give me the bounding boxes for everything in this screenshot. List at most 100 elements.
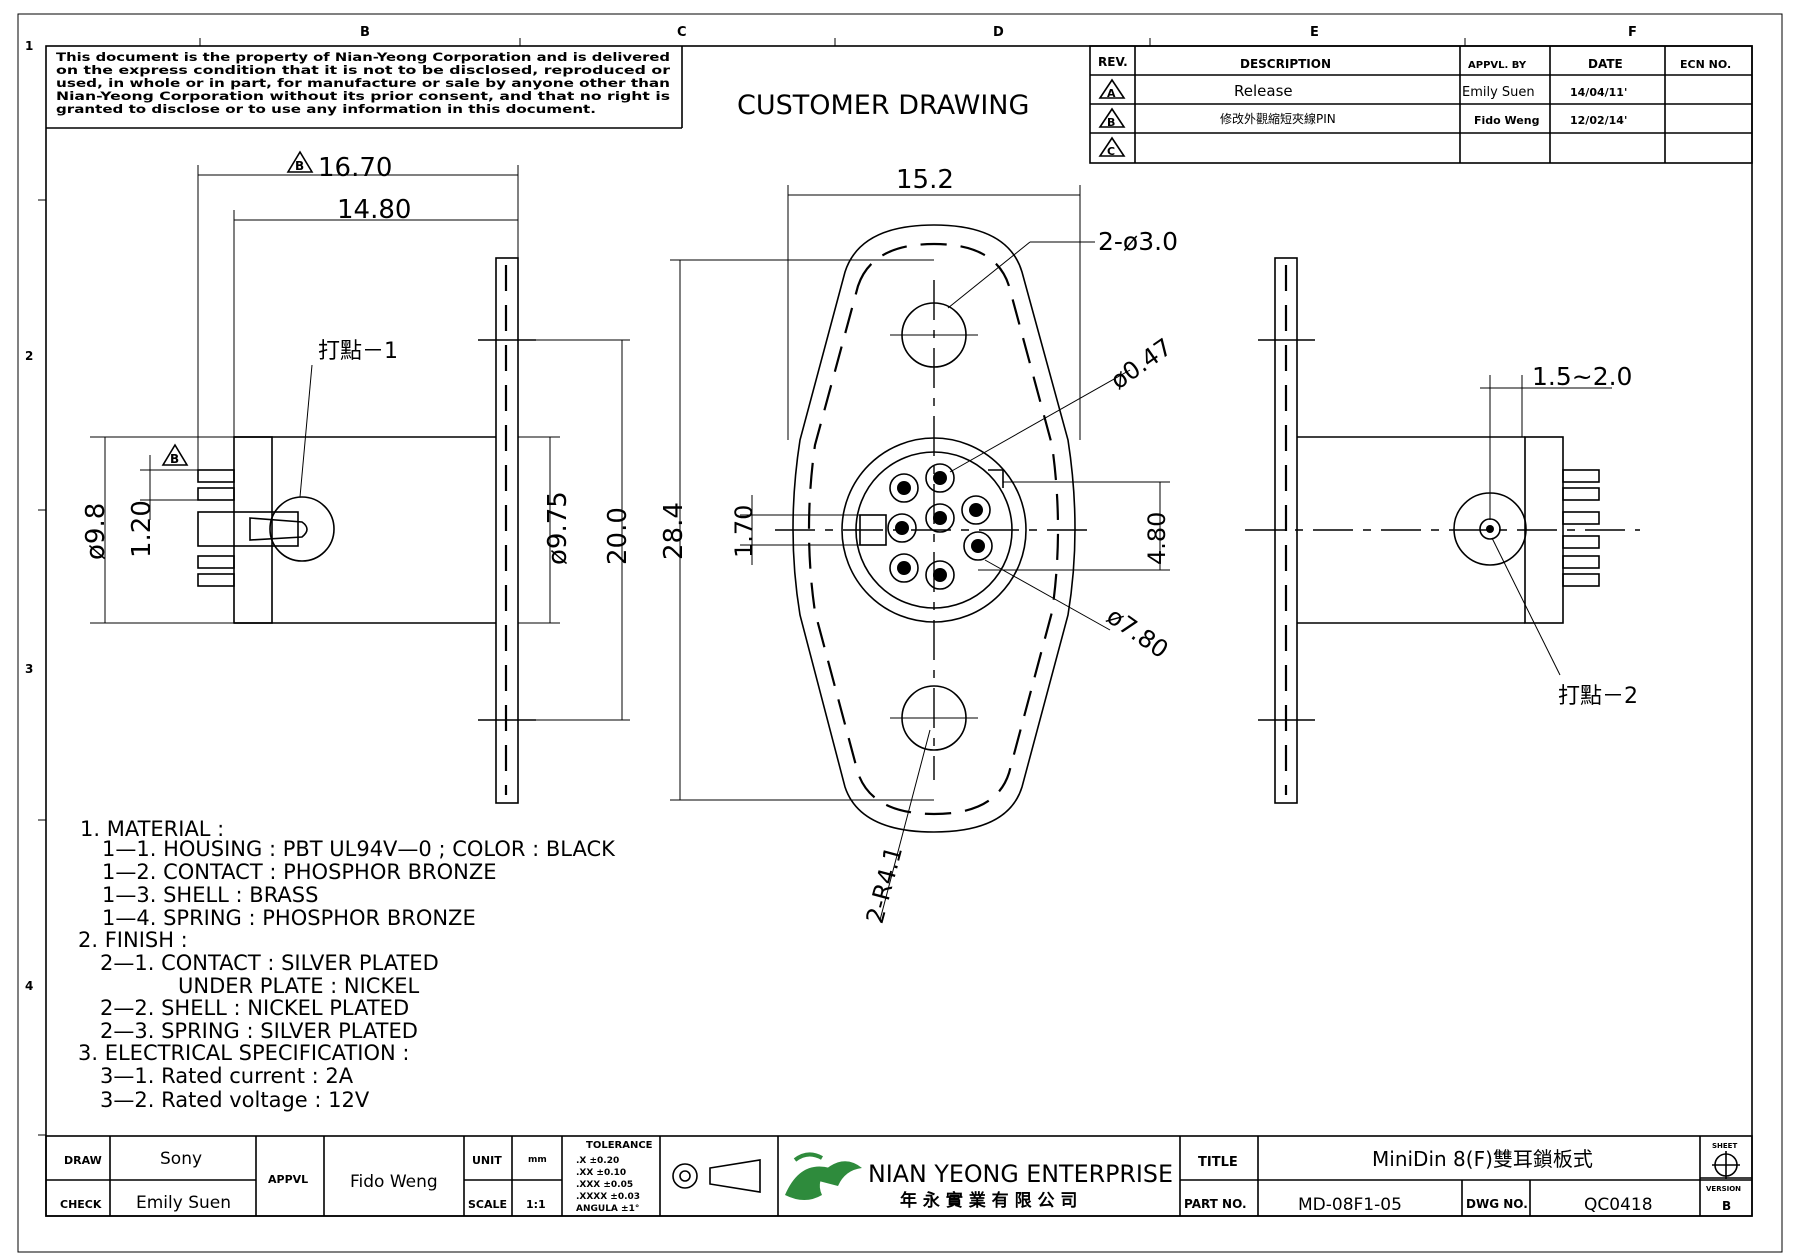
note-1-1: 1—1. HOUSING : PBT UL94V—0 ; COLOR : BLA… bbox=[102, 837, 616, 861]
rev-header-description: DESCRIPTION bbox=[1240, 57, 1331, 71]
company-name-zh: 年 永 實 業 有 限 公 司 bbox=[900, 1190, 1077, 1211]
note-2: 2. FINISH : bbox=[78, 928, 188, 952]
notice-box: This document is the property of Nian-Ye… bbox=[46, 46, 683, 129]
note-2-3: 2—3. SPRING : SILVER PLATED bbox=[100, 1019, 418, 1043]
dim-phi-9-75: ø9.75 bbox=[543, 491, 573, 565]
unit-label: UNIT bbox=[472, 1154, 502, 1167]
note-3: 3. ELECTRICAL SPECIFICATION : bbox=[78, 1041, 409, 1065]
tolerance-row-1: .X ±0.20 bbox=[576, 1156, 619, 1166]
side-view-right bbox=[1245, 257, 1640, 804]
dim-28-4: 28.4 bbox=[659, 502, 689, 560]
dot-label-2: 打點－2 bbox=[1558, 684, 1638, 709]
notice-line-4: Nian-Yeong Corporation without its prior… bbox=[56, 89, 670, 103]
notice-line-2: on the express condition that it is not … bbox=[56, 63, 670, 77]
pin-1 bbox=[889, 473, 919, 503]
appvl-label: APPVL bbox=[268, 1173, 308, 1186]
check-label: CHECK bbox=[60, 1198, 102, 1211]
rev-b-date: 12/02/14' bbox=[1570, 114, 1627, 127]
scale-label: SCALE bbox=[468, 1198, 507, 1211]
rev-b-appvl: Fido Weng bbox=[1474, 114, 1539, 127]
part-label: PART NO. bbox=[1184, 1197, 1247, 1211]
scale-value: 1:1 bbox=[526, 1198, 546, 1211]
dot-label-1: 打點－1 bbox=[318, 339, 398, 364]
note-3-1: 3—1. Rated current : 2A bbox=[100, 1064, 354, 1088]
pin-3 bbox=[961, 495, 991, 525]
dim-20-0: 20.0 bbox=[603, 507, 633, 565]
notice-line-3: used, in whole or in part, for manufactu… bbox=[56, 76, 670, 90]
notice-line-1: This document is the property of Nian-Ye… bbox=[56, 50, 670, 64]
dim-2-phi-3-0: 2-ø3.0 bbox=[1098, 227, 1178, 256]
title-value: MiniDin 8(F)雙耳鎖板式 bbox=[1372, 1147, 1593, 1171]
rev-header-appvl: APPVL. BY bbox=[1468, 60, 1527, 71]
rev-header-ecn: ECN NO. bbox=[1680, 58, 1731, 71]
zone-col-c: C bbox=[677, 25, 687, 40]
version-label: VERSION bbox=[1706, 1185, 1741, 1193]
customer-drawing-title: CUSTOMER DRAWING bbox=[737, 90, 1029, 121]
dwg-label: DWG NO. bbox=[1466, 1197, 1528, 1211]
pin-4 bbox=[925, 503, 955, 533]
note-1-3: 1—3. SHELL : BRASS bbox=[102, 883, 318, 907]
rev-header-date: DATE bbox=[1588, 57, 1623, 71]
note-1-2: 1—2. CONTACT : PHOSPHOR BRONZE bbox=[102, 860, 497, 884]
company-name-en: NIAN YEONG ENTERPRISE bbox=[868, 1160, 1173, 1188]
title-block bbox=[45, 1135, 1753, 1217]
dim-1-70: 1.70 bbox=[730, 505, 758, 558]
pin-6 bbox=[963, 531, 993, 561]
check-value: Emily Suen bbox=[136, 1193, 231, 1213]
sheet-label: SHEET bbox=[1712, 1142, 1737, 1150]
title-label: TITLE bbox=[1198, 1155, 1238, 1170]
draw-value: Sony bbox=[160, 1149, 202, 1169]
zone-col-e: E bbox=[1310, 25, 1319, 40]
dim-15-2: 15.2 bbox=[896, 165, 954, 195]
pin-5 bbox=[887, 513, 917, 543]
projection-symbol-circle bbox=[672, 1163, 698, 1189]
rev-a-description: Release bbox=[1234, 82, 1293, 100]
company-logo bbox=[785, 1152, 862, 1200]
tolerance-row-2: .XX ±0.10 bbox=[576, 1168, 626, 1178]
tolerance-title: TOLERANCE bbox=[586, 1140, 653, 1151]
pin-7 bbox=[889, 553, 919, 583]
rev-header-rev: REV. bbox=[1098, 55, 1128, 69]
note-1-4: 1—4. SPRING : PHOSPHOR BRONZE bbox=[102, 906, 476, 930]
dim-14-80: 14.80 bbox=[337, 195, 411, 225]
rev-b-tag-top: B bbox=[295, 159, 304, 173]
dim-4-80: 4.80 bbox=[1143, 512, 1171, 565]
rev-a-appvl: Emily Suen bbox=[1462, 85, 1535, 100]
note-2-1: 2—1. CONTACT : SILVER PLATED bbox=[100, 951, 439, 975]
version-value: B bbox=[1722, 1199, 1731, 1213]
pin-2 bbox=[925, 463, 955, 493]
dwg-value: QC0418 bbox=[1584, 1195, 1653, 1215]
front-view bbox=[670, 185, 1170, 921]
rev-a-mark: A bbox=[1107, 87, 1116, 100]
zone-markers: B C D E F 1 2 3 4 bbox=[25, 25, 1637, 1136]
revision-table: REV. DESCRIPTION APPVL. BY DATE ECN NO. … bbox=[1089, 45, 1753, 164]
note-1: 1. MATERIAL : bbox=[80, 817, 224, 841]
zone-row-2: 2 bbox=[25, 349, 33, 363]
rev-b-description: 修改外觀縮短夾線PIN bbox=[1220, 111, 1336, 126]
note-2-1-under: UNDER PLATE : NICKEL bbox=[178, 974, 419, 998]
dim-16-70: 16.70 bbox=[318, 153, 392, 183]
dim-phi-7-80: ø7.80 bbox=[1102, 602, 1174, 664]
part-value: MD-08F1-05 bbox=[1298, 1195, 1402, 1215]
zone-row-3: 3 bbox=[25, 662, 33, 676]
zone-row-4: 4 bbox=[25, 979, 33, 993]
zone-row-1: 1 bbox=[25, 39, 33, 53]
side-view-left bbox=[90, 150, 630, 804]
draw-label: DRAW bbox=[64, 1154, 102, 1167]
note-3-2: 3—2. Rated voltage : 12V bbox=[100, 1088, 370, 1112]
dim-1-5-2-0: 1.5~2.0 bbox=[1532, 362, 1632, 391]
dim-1-20: 1.20 bbox=[127, 500, 157, 558]
unit-value: mm bbox=[528, 1155, 547, 1165]
tolerance-row-5: ANGULA ±1° bbox=[576, 1204, 639, 1214]
zone-col-f: F bbox=[1628, 25, 1637, 40]
rev-a-date: 14/04/11' bbox=[1570, 86, 1627, 99]
zone-col-d: D bbox=[993, 25, 1004, 40]
tolerance-row-3: .XXX ±0.05 bbox=[576, 1180, 633, 1190]
note-2-2: 2—2. SHELL : NICKEL PLATED bbox=[100, 996, 409, 1020]
material-notes: 1. MATERIAL : 1—1. HOUSING : PBT UL94V—0… bbox=[78, 817, 616, 1112]
appvl-value: Fido Weng bbox=[350, 1172, 438, 1192]
dim-phi-0-47: ø0.47 bbox=[1105, 333, 1177, 395]
tolerance-row-4: .XXXX ±0.03 bbox=[576, 1192, 640, 1202]
notice-line-5: granted to disclose or to use any inform… bbox=[56, 102, 596, 116]
